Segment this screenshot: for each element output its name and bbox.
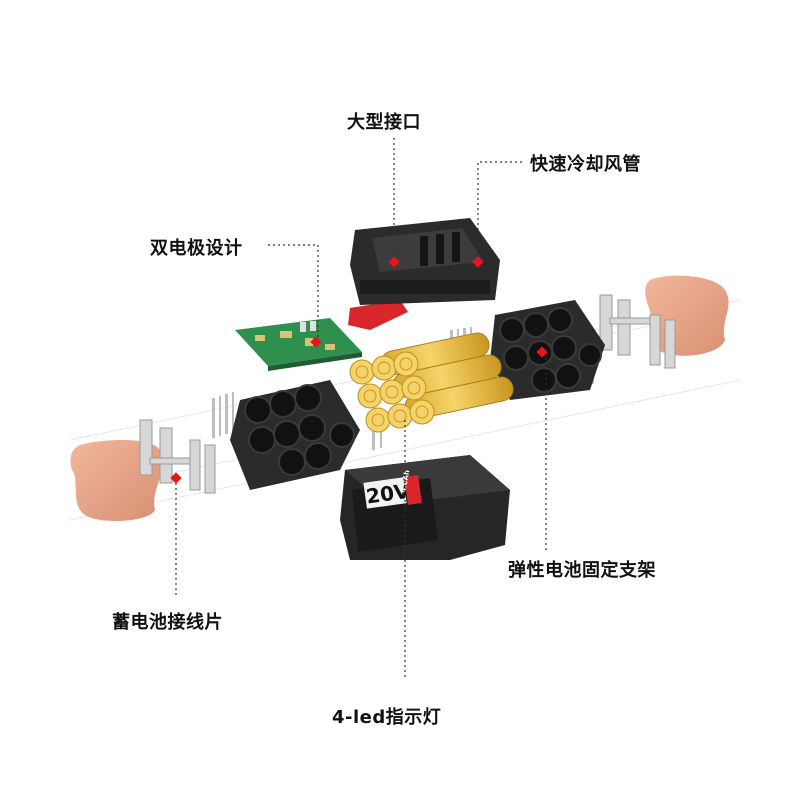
bottom-housing: 20V 4.0Ah [340,455,510,560]
markers [170,256,548,484]
label-connector-strip: 蓄电池接线片 [112,612,223,633]
left-connector-strips [139,419,216,494]
cell-pack [349,332,514,433]
right-connector-strips [599,294,676,369]
red-cooling-duct [348,300,408,330]
pcb-board [235,318,362,371]
label-led-indicator: 4-led指示灯 [332,707,442,728]
label-cooling-duct: 快速冷却风管 [530,154,641,175]
left-cell-bracket [230,380,360,490]
right-cell-bracket [490,300,605,400]
label-large-interface: 大型接口 [347,112,421,133]
top-housing [350,218,500,305]
leader-lines [175,138,547,680]
label-dual-electrode: 双电极设计 [150,238,243,259]
label-elastic-bracket: 弹性电池固定支架 [508,560,656,581]
